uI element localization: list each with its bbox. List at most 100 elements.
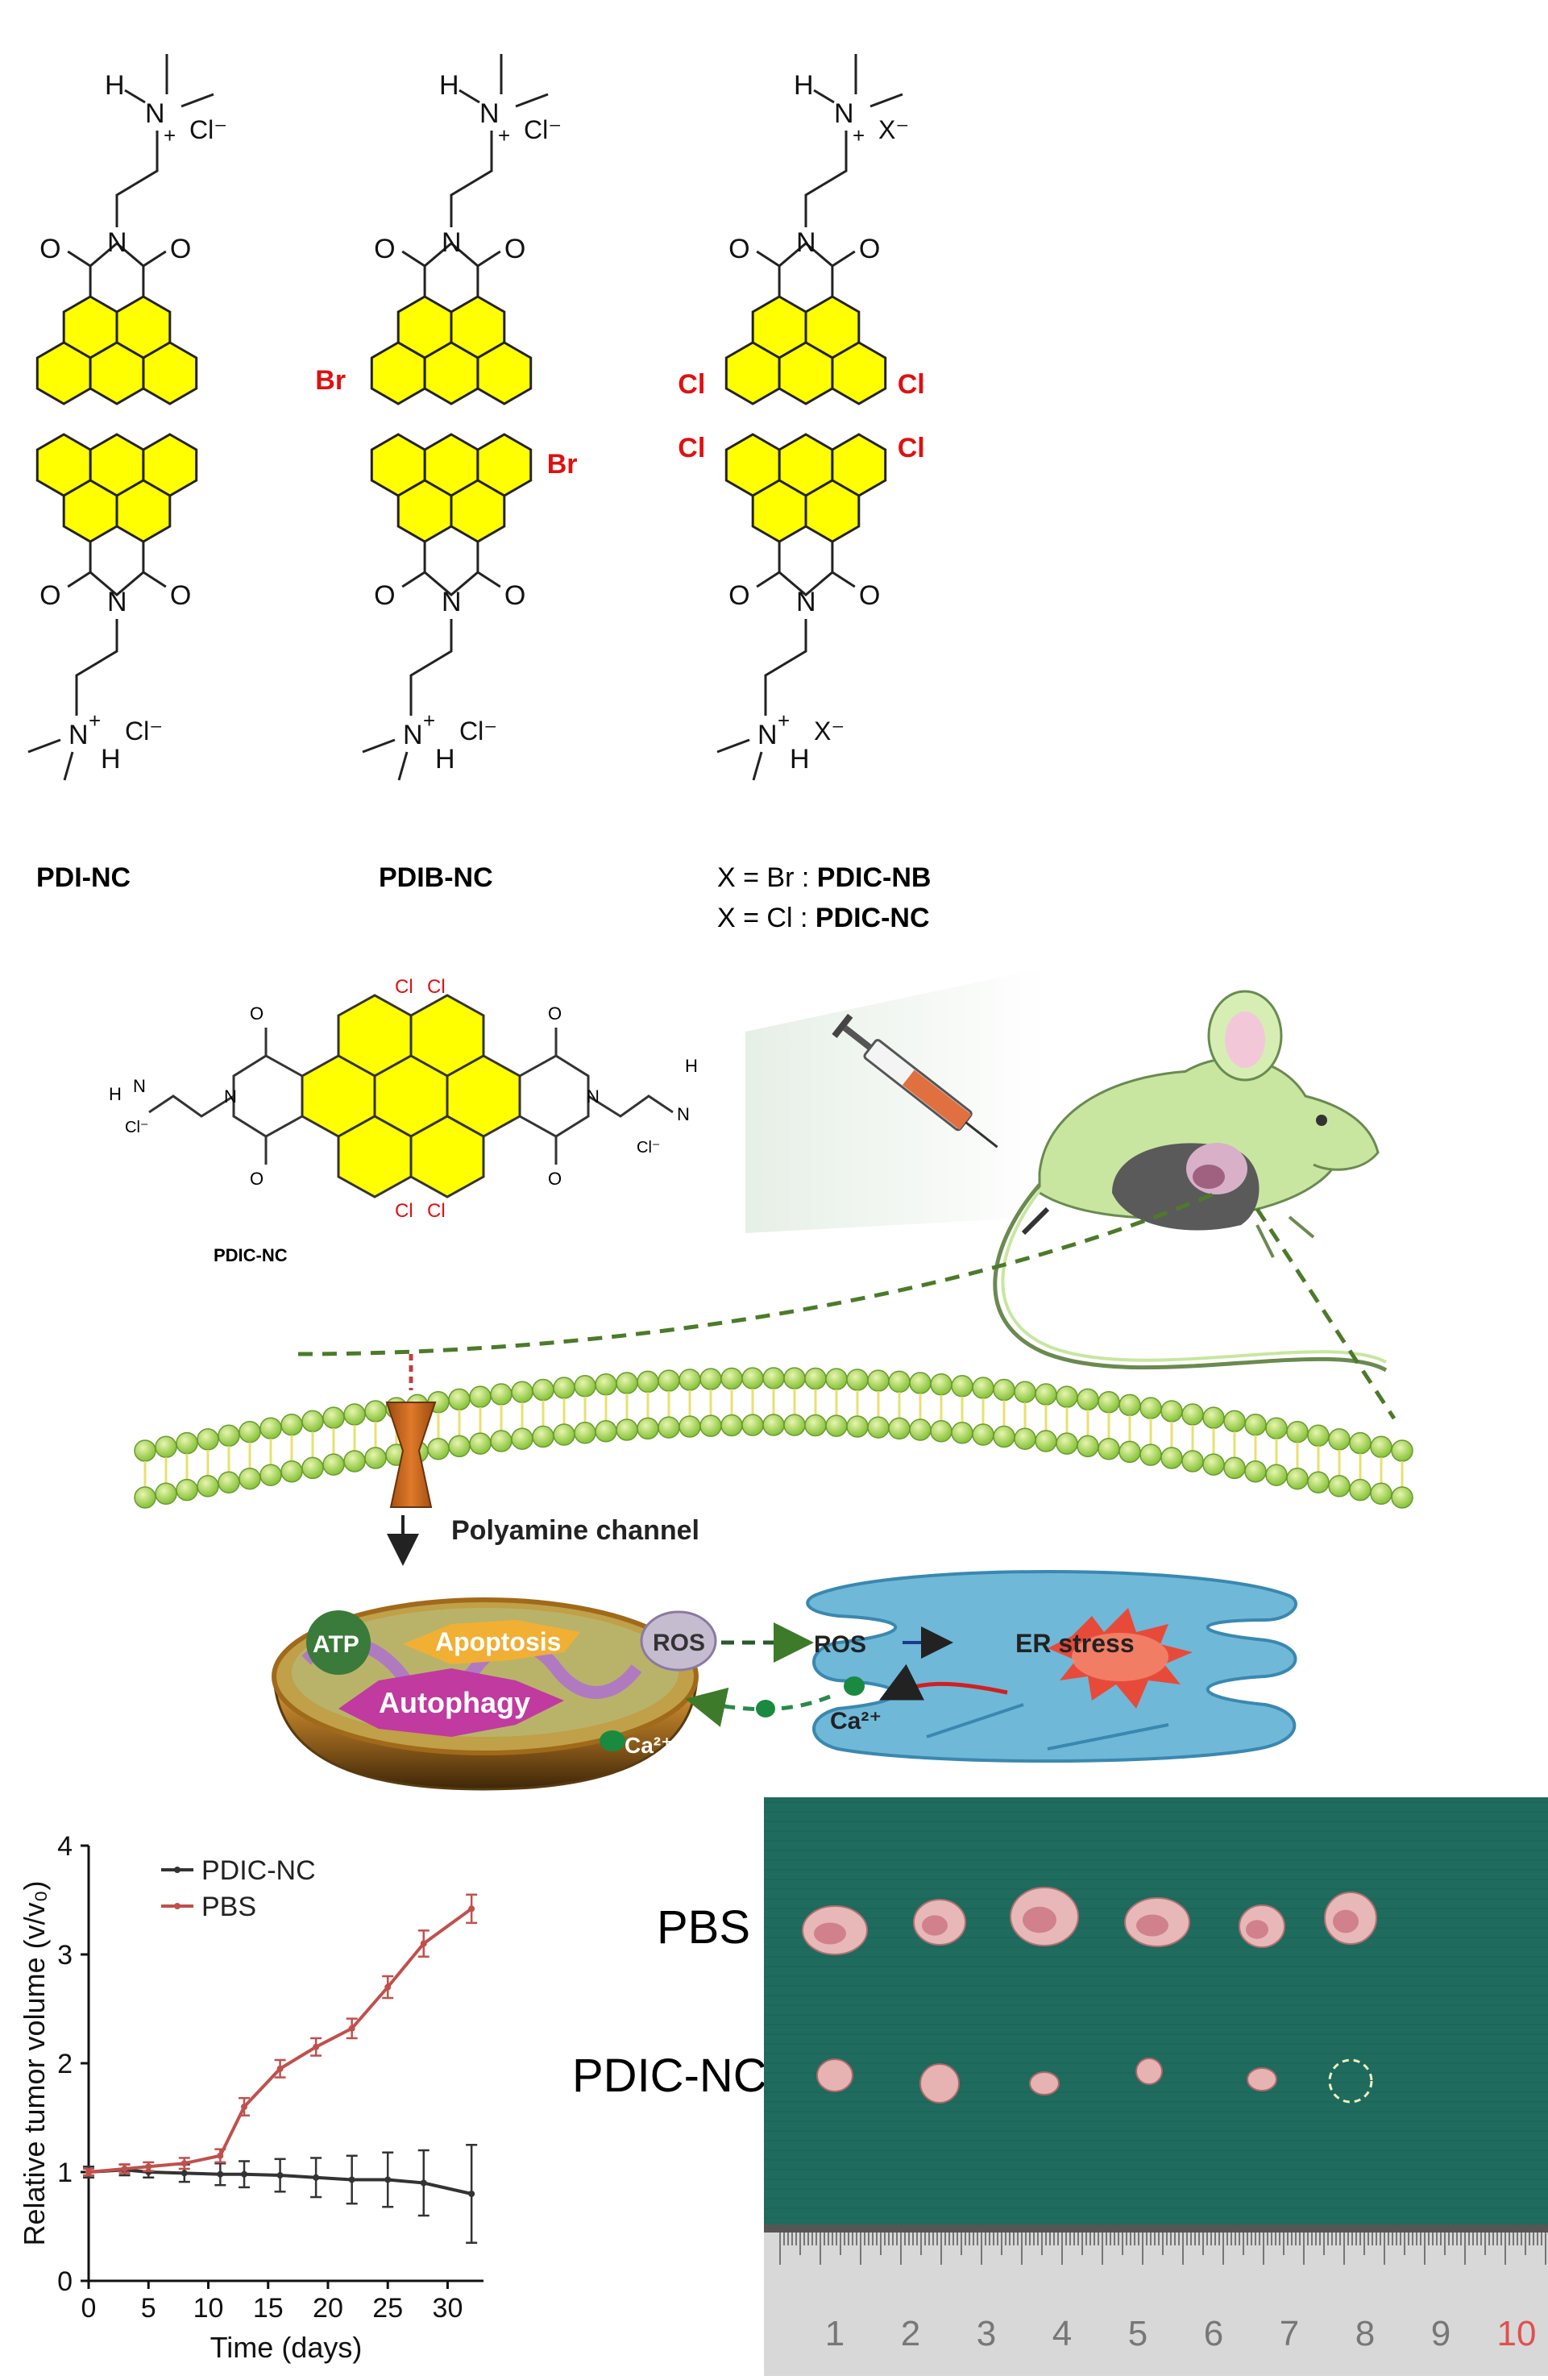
counterion: Cl⁻ xyxy=(524,115,562,144)
atom-label: N xyxy=(834,98,854,129)
charge: + xyxy=(498,123,510,147)
counterion: Cl⁻ xyxy=(189,115,227,144)
atom-label: O xyxy=(39,580,60,611)
x-tick-label: 30 xyxy=(433,2293,463,2324)
atom-label: N xyxy=(757,720,778,750)
atom-label: N xyxy=(442,227,462,258)
data-point xyxy=(348,2176,355,2183)
ca-mito-label: Ca²⁺ xyxy=(625,1733,673,1758)
charge: + xyxy=(164,123,176,147)
tumor-shade xyxy=(1023,1906,1056,1933)
x-tick-label: 20 xyxy=(313,2293,343,2324)
atom-label: O xyxy=(728,234,749,264)
atom-label: N xyxy=(107,227,127,258)
data-point xyxy=(348,2025,355,2032)
atom-o: O xyxy=(250,1003,264,1024)
ruler-number: 6 xyxy=(1204,2314,1223,2353)
data-point xyxy=(217,2152,224,2159)
row-label-pdic-nc: PDIC-NC xyxy=(572,2050,767,2102)
atom-label: O xyxy=(504,580,525,611)
mitochondrion xyxy=(272,1597,717,1791)
data-point xyxy=(420,1940,427,1947)
counterion: X⁻ xyxy=(878,115,909,144)
charge: + xyxy=(778,708,790,733)
data-point xyxy=(85,2169,92,2175)
atom-label: O xyxy=(504,234,525,264)
atom-label: H xyxy=(105,70,125,101)
data-point xyxy=(181,2160,188,2167)
ruler xyxy=(764,2224,1548,2376)
atom-n: N xyxy=(224,1086,237,1107)
photo-background xyxy=(764,1797,1548,2224)
atom-label: H xyxy=(439,70,459,101)
ruler-number: 9 xyxy=(1431,2314,1450,2353)
x-tick-label: 0 xyxy=(81,2293,97,2324)
atom-label: N xyxy=(479,98,500,129)
scheme-graphic: O O O O N N N H Cl⁻ N H Cl⁻ Cl Cl Cl Cl … xyxy=(109,967,1413,1791)
atom-label: Cl xyxy=(898,433,925,463)
charge: + xyxy=(853,123,865,147)
atom-label: O xyxy=(859,234,880,264)
counterion: X⁻ xyxy=(814,716,845,746)
tumor-pdic-nc xyxy=(919,2063,960,2104)
x-tick-label: 25 xyxy=(372,2293,403,2324)
y-tick-label: 0 xyxy=(57,2266,73,2297)
pdic-nc-structure-small: O O O O N N N H Cl⁻ N H Cl⁻ Cl Cl Cl Cl … xyxy=(109,976,698,1265)
caption-prefix: X = Br : xyxy=(717,862,817,893)
x-tick-label: 5 xyxy=(141,2293,156,2324)
atom-label: O xyxy=(39,234,60,264)
ruler-number: 7 xyxy=(1280,2314,1299,2353)
row-label-pbs: PBS xyxy=(657,1901,751,1954)
atom-h: H xyxy=(685,1056,698,1076)
atom-label: O xyxy=(374,234,395,264)
atom-label: O xyxy=(859,580,880,611)
series-line xyxy=(88,1907,473,2174)
apoptosis-label: Apoptosis xyxy=(435,1627,561,1656)
atom-cl: Cl xyxy=(427,976,446,998)
tumor-shade xyxy=(814,1922,846,1945)
legend-marker xyxy=(174,1903,181,1909)
tumor-shade xyxy=(1136,1914,1168,1937)
endoplasmic-reticulum xyxy=(806,1570,1297,1763)
atom-label: H xyxy=(435,744,455,775)
ruler-number: 3 xyxy=(977,2314,996,2353)
atom-cl: Cl xyxy=(395,1200,413,1222)
counterion: Cl⁻ xyxy=(125,1119,148,1136)
atom-label: N xyxy=(145,98,165,129)
atom-label: O xyxy=(728,580,749,611)
series-pbs xyxy=(83,1893,478,2177)
atom-label: H xyxy=(101,744,121,775)
mouse-illustration xyxy=(993,990,1388,1373)
y-tick-label: 3 xyxy=(57,1940,73,1971)
atom-o: O xyxy=(548,1003,562,1024)
syringe-icon xyxy=(832,1013,998,1148)
missing-tumor-marker xyxy=(1328,2058,1373,2104)
atom-label: O xyxy=(374,580,395,611)
tumor-pdic-nc xyxy=(1135,2058,1163,2085)
caption-prefix: X = Cl : xyxy=(717,903,816,933)
data-point xyxy=(276,2065,284,2072)
atom-label: H xyxy=(794,70,814,101)
caption-pdic-nb: X = Br : PDIC-NB xyxy=(717,862,931,894)
caption-name: PDIC-NB xyxy=(816,862,932,893)
mechanism-scheme: O O O O N N N H Cl⁻ N H Cl⁻ Cl Cl Cl Cl … xyxy=(0,951,1548,1797)
atom-label: Br xyxy=(547,449,578,480)
ca-er-label: Ca²⁺ xyxy=(830,1708,882,1734)
data-point xyxy=(384,2176,392,2183)
data-point xyxy=(420,2179,427,2187)
atom-n: N xyxy=(677,1104,690,1124)
data-point xyxy=(384,1983,392,1991)
autophagy-label: Autophagy xyxy=(379,1686,530,1719)
ros-mito-label: ROS xyxy=(653,1630,705,1656)
y-tick-label: 4 xyxy=(57,1831,73,1862)
atom-label: H xyxy=(790,744,810,775)
ruler-number: 2 xyxy=(901,2314,920,2353)
atom-label: N xyxy=(68,720,89,750)
data-point xyxy=(181,2170,188,2177)
